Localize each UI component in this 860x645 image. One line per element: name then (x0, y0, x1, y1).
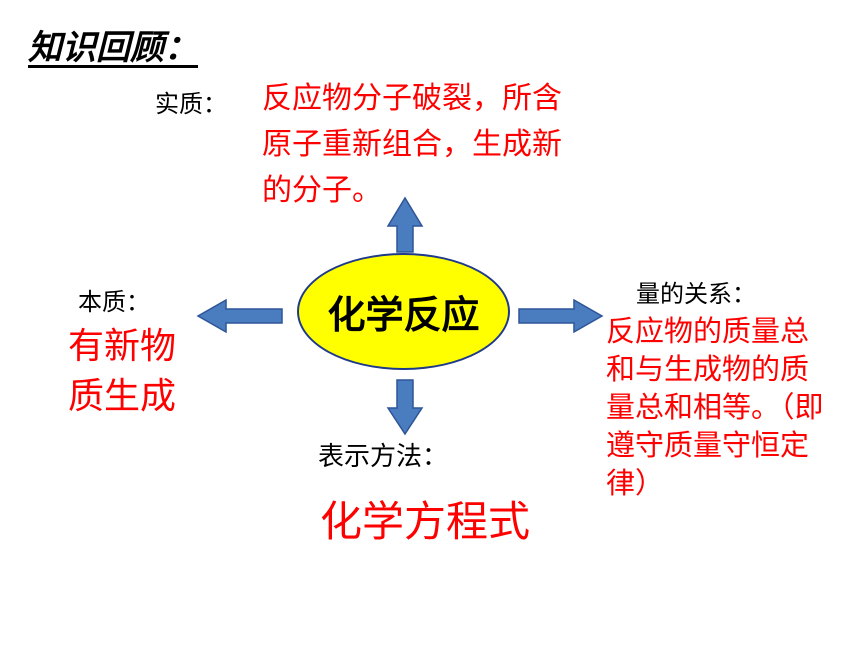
center-label: 化学反应 (327, 293, 480, 337)
essence-text: 反应物分子破裂，所含原子重新组合，生成新的分子。 (262, 81, 562, 208)
method-label: 表示方法： (318, 442, 449, 472)
method-text: 化学方程式 (320, 497, 531, 546)
slide-title: 知识回顾： (28, 28, 198, 68)
nature-text: 有新物质生成 (68, 326, 177, 417)
quantity-text: 反应物的质量总和与生成物的质量总和相等。（即遵守质量守恒定律） (606, 314, 824, 500)
essence-label: 实质： (155, 90, 227, 118)
arrow-right (518, 298, 604, 334)
nature-label: 本质： (78, 288, 150, 316)
arrow-down (386, 379, 424, 436)
quantity-label: 量的关系： (636, 280, 756, 308)
arrow-left (196, 298, 283, 334)
center-ellipse: 化学反应 (297, 253, 510, 370)
